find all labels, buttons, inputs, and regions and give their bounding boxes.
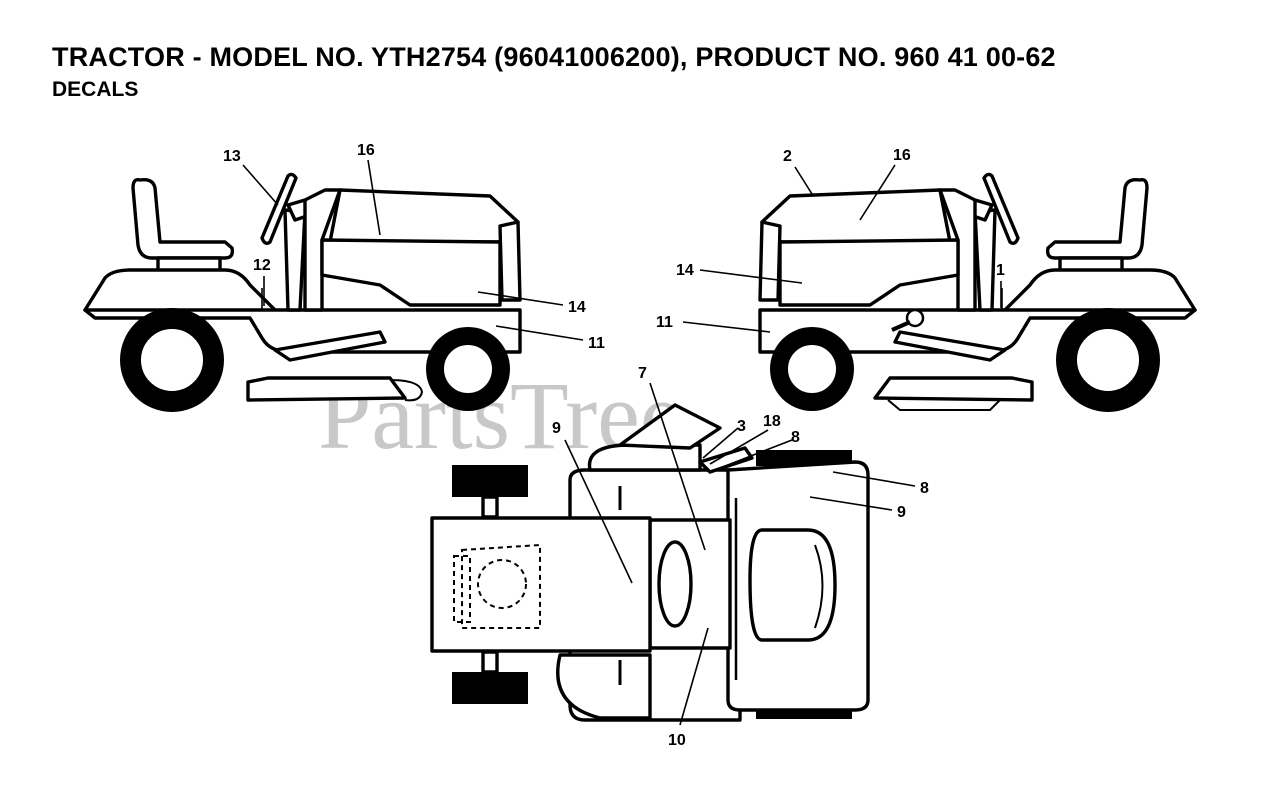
callout-2-right: 2 [783, 148, 792, 165]
tractor-right-side-view [758, 172, 1197, 412]
callout-8-top-a: 8 [791, 429, 800, 446]
callout-16-right: 16 [893, 147, 911, 164]
mower-deck [246, 376, 407, 402]
callout-9-top: 9 [552, 420, 561, 437]
tractor-top-view [430, 403, 870, 722]
seat [131, 177, 235, 260]
callout-18-top: 18 [763, 413, 781, 430]
page-subtitle: DECALS [52, 78, 139, 101]
callout-13-left: 13 [223, 148, 241, 165]
tractor-left-side-view [83, 172, 522, 412]
callout-14-right: 14 [676, 262, 694, 279]
hood-side [320, 238, 502, 307]
steering-column [283, 208, 307, 312]
callout-12-left: 12 [253, 257, 271, 274]
steering-wheel-top [657, 540, 693, 628]
hood-top [328, 188, 520, 244]
deck-chute [389, 379, 424, 402]
rear-fender [83, 268, 277, 320]
callout-1-right: 1 [996, 262, 1005, 279]
rear-tire-top [452, 465, 528, 497]
callout-11-right: 11 [656, 314, 673, 331]
callout-7-top: 7 [638, 365, 647, 382]
callout-14-left: 14 [568, 299, 586, 316]
page-title: TRACTOR - MODEL NO. YTH2754 (96041006200… [52, 42, 1056, 72]
callout-16-left: 16 [357, 142, 375, 159]
seat-back [618, 403, 722, 450]
callout-11-left: 11 [588, 335, 605, 352]
callout-8-top-b: 8 [920, 480, 929, 497]
callout-3-top: 3 [737, 418, 746, 435]
steering-wheel [260, 172, 298, 246]
callout-10-top: 10 [668, 732, 686, 749]
callout-9-top-b: 9 [897, 504, 906, 521]
rear-tire-bottom [452, 672, 528, 704]
grille [498, 220, 522, 302]
headlight-pod [748, 528, 837, 642]
pedal [273, 330, 387, 362]
